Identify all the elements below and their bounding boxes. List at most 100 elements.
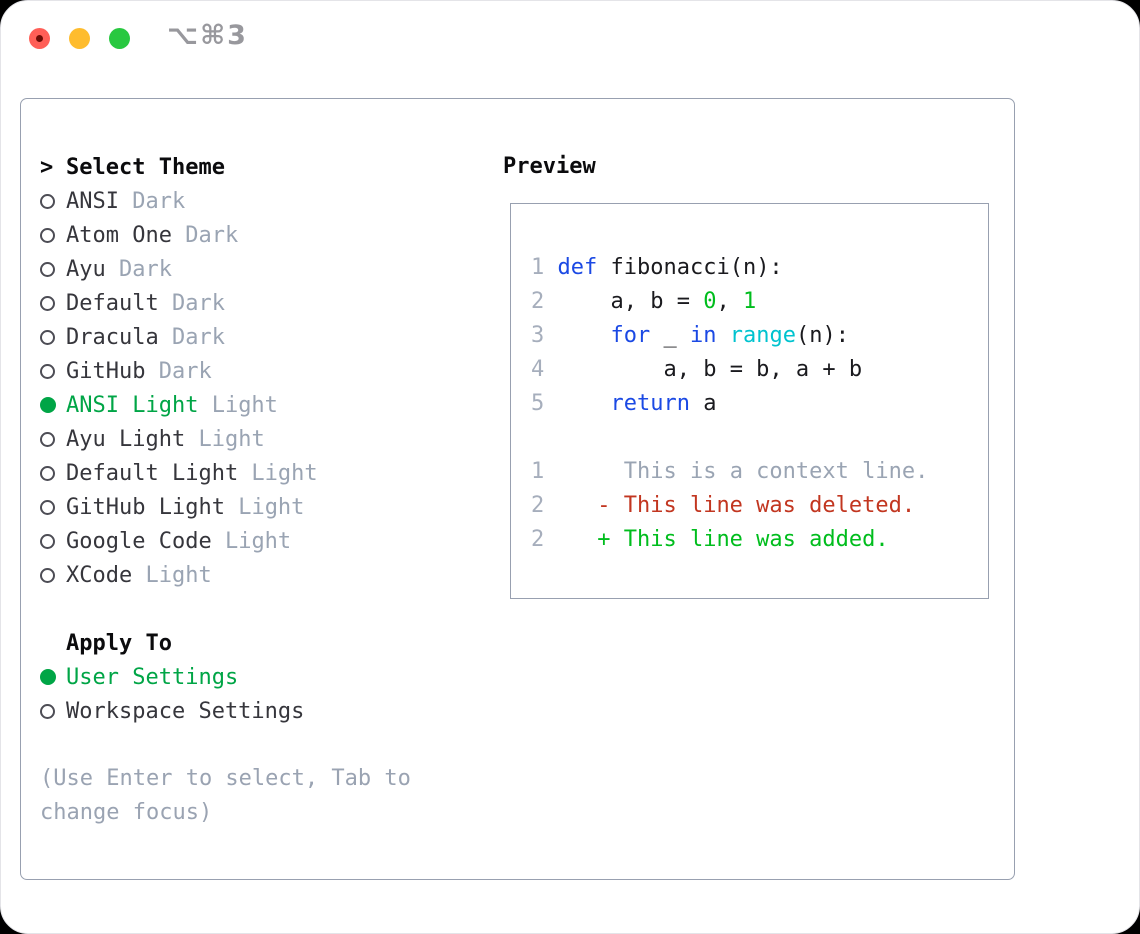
apply-to-header: Apply To: [40, 626, 411, 660]
theme-variant: Dark: [158, 324, 225, 350]
line-number: 4: [531, 357, 545, 382]
theme-variant: Light: [185, 426, 265, 452]
radio-icon: [40, 703, 66, 719]
code-token: [544, 255, 557, 280]
radio-icon: [40, 533, 66, 549]
code-token: def: [557, 255, 598, 280]
apply-to-label: Workspace Settings: [66, 698, 305, 724]
code-token: - This line was deleted.: [597, 493, 916, 518]
code-line: [531, 421, 988, 455]
theme-list-item[interactable]: Google Code Light: [40, 524, 411, 558]
theme-name: Ayu Light: [66, 426, 186, 452]
code-token: _: [650, 323, 690, 348]
theme-list-item[interactable]: Dracula Dark: [40, 320, 411, 354]
radio-icon: [40, 261, 66, 277]
code-token: This is a context line.: [623, 459, 929, 484]
theme-name: GitHub Light: [66, 494, 225, 520]
code-token: [544, 323, 610, 348]
theme-name: Atom One: [66, 222, 172, 248]
code-token: fibonacci(n):: [597, 255, 783, 280]
code-line: 1 def fibonacci(n):: [531, 251, 988, 285]
apply-to-option[interactable]: Workspace Settings: [40, 694, 411, 728]
theme-list-item[interactable]: Default Dark: [40, 286, 411, 320]
line-number: 2: [531, 527, 545, 552]
theme-name: ANSI Light: [66, 392, 199, 418]
line-number: 3: [531, 323, 545, 348]
radio-icon: [40, 567, 66, 583]
theme-variant: Dark: [158, 290, 225, 316]
select-theme-header: > Select Theme: [40, 150, 411, 184]
code-token: a: [689, 391, 717, 416]
prompt-icon: >: [40, 154, 54, 180]
apply-to-option[interactable]: User Settings: [40, 660, 411, 694]
code-token: + This line was added.: [597, 527, 889, 552]
window-controls: [29, 28, 130, 49]
radio-selected-icon: [40, 669, 66, 685]
radio-icon: [40, 499, 66, 515]
code-token: [544, 459, 623, 484]
theme-name: GitHub: [66, 358, 146, 384]
hint-line-2: change focus): [40, 800, 213, 825]
preview-header: Preview: [503, 154, 596, 179]
radio-icon: [40, 193, 66, 209]
code-token: in: [689, 323, 717, 348]
theme-list-item[interactable]: XCode Light: [40, 558, 411, 592]
theme-variant: Dark: [118, 188, 186, 214]
code-token: [544, 289, 610, 314]
radio-icon: [40, 295, 66, 311]
code-line: 4 a, b = b, a + b: [531, 353, 988, 387]
theme-variant: Dark: [105, 256, 172, 282]
line-number: 2: [531, 493, 545, 518]
theme-name: Default: [66, 290, 159, 316]
radio-icon: [40, 329, 66, 345]
code-line: 3 for _ in range(n):: [531, 319, 988, 353]
minimize-button-icon[interactable]: [69, 28, 90, 49]
code-line: 2 + This line was added.: [531, 523, 988, 557]
radio-icon: [40, 465, 66, 481]
theme-variant: Dark: [145, 358, 212, 384]
code-token: return: [610, 391, 690, 416]
code-token: range: [729, 323, 796, 348]
theme-list-item[interactable]: ANSI Light Light: [40, 388, 411, 422]
theme-name: Dracula: [66, 324, 159, 350]
code-line: 1 This is a context line.: [531, 455, 988, 489]
close-button-icon[interactable]: [29, 28, 50, 49]
theme-list-item[interactable]: Ayu Dark: [40, 252, 411, 286]
code-token: [716, 323, 729, 348]
radio-icon: [40, 431, 66, 447]
theme-list-item[interactable]: Ayu Light Light: [40, 422, 411, 456]
radio-selected-icon: [40, 397, 66, 413]
spacer: [40, 592, 411, 626]
apply-to-header-label: Apply To: [66, 630, 172, 656]
code-token: [544, 357, 663, 382]
line-number: 2: [531, 289, 545, 314]
theme-name: Google Code: [66, 528, 212, 554]
theme-name: ANSI: [66, 188, 119, 214]
radio-icon: [40, 363, 66, 379]
code-line: 2 a, b = 0, 1: [531, 285, 988, 319]
theme-list-item[interactable]: GitHub Dark: [40, 354, 411, 388]
theme-name: Default Light: [66, 460, 239, 486]
theme-list-item[interactable]: ANSI Dark: [40, 184, 411, 218]
theme-name: Ayu: [66, 256, 106, 282]
theme-variant: Light: [224, 494, 305, 520]
line-number: 5: [531, 391, 545, 416]
theme-list-item[interactable]: Atom One Dark: [40, 218, 411, 252]
select-theme-header-label: Select Theme: [66, 154, 225, 180]
radio-icon: [40, 227, 66, 243]
code-line: 5 return a: [531, 387, 988, 421]
code-token: a, b = b, a + b: [663, 357, 863, 382]
code-token: 1: [742, 289, 757, 314]
zoom-button-icon[interactable]: [109, 28, 130, 49]
theme-list-item[interactable]: Default Light Light: [40, 456, 411, 490]
code-token: 0: [703, 289, 717, 314]
code-token: for: [610, 323, 651, 348]
apply-to-label: User Settings: [66, 664, 239, 690]
theme-list-item[interactable]: GitHub Light Light: [40, 490, 411, 524]
window-title: ⌥⌘3: [167, 20, 248, 51]
code-token: ,: [716, 289, 743, 314]
code-token: [544, 527, 597, 552]
